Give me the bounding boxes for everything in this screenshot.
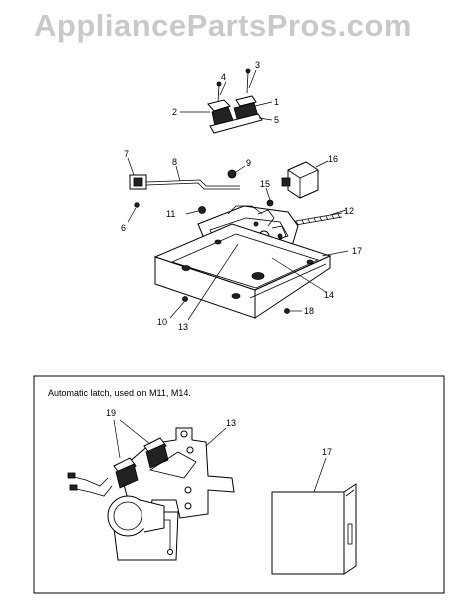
- latch-assembly: [127, 157, 349, 321]
- callout-10: 10: [157, 317, 167, 327]
- callout-7: 7: [124, 149, 129, 159]
- callout-1: 1: [274, 97, 279, 107]
- switch-assembly: [180, 68, 273, 134]
- callout-3: 3: [255, 60, 260, 70]
- callout-6: 6: [121, 223, 126, 233]
- inset-callout-19: 19: [106, 408, 116, 418]
- inset-box: [33, 375, 445, 594]
- callout-17: 17: [352, 246, 362, 256]
- callout-5: 5: [274, 115, 279, 125]
- callout-15: 15: [260, 179, 270, 189]
- callout-9: 9: [246, 158, 251, 168]
- callout-12: 12: [344, 206, 354, 216]
- inset-callout-17: 17: [322, 447, 332, 457]
- callout-4: 4: [221, 72, 226, 82]
- callout-11: 11: [166, 209, 175, 219]
- callout-14: 14: [324, 290, 334, 300]
- inset-caption: Automatic latch, used on M11, M14.: [48, 388, 191, 398]
- automatic-latch-drawing: [67, 419, 357, 575]
- callout-13: 13: [178, 322, 188, 332]
- inset-callout-13: 13: [226, 418, 236, 428]
- callout-2: 2: [172, 107, 177, 117]
- callout-18: 18: [304, 306, 314, 316]
- callout-8: 8: [172, 157, 177, 167]
- watermark-logo: AppliancePartsPros.com: [34, 8, 412, 43]
- callout-16: 16: [328, 154, 338, 164]
